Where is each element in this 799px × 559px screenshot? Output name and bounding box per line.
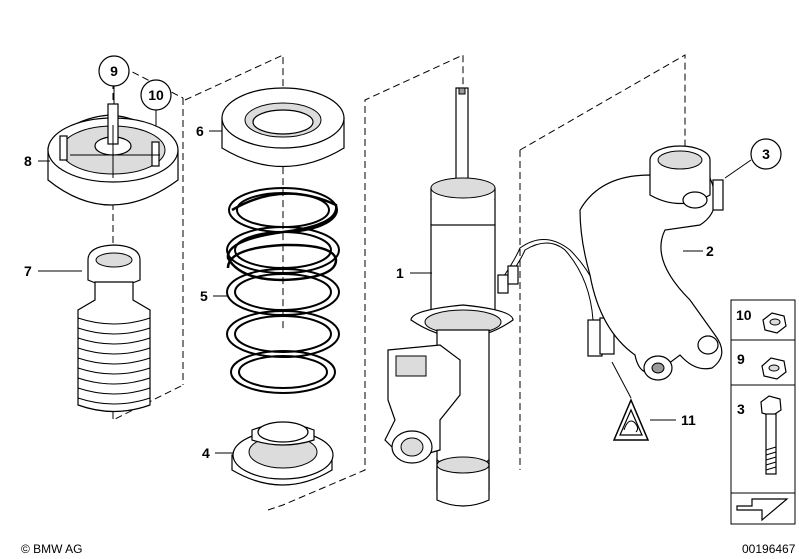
callout-10-text: 10: [148, 87, 164, 103]
callout-1-text: 1: [396, 265, 404, 281]
callout-7-text: 7: [24, 263, 32, 279]
lower-spring-seat: [231, 421, 334, 486]
callout-9-text: 9: [110, 63, 118, 79]
legend-10-text: 10: [736, 307, 752, 323]
callout-11-text: 11: [681, 412, 696, 428]
callout-3-text: 3: [762, 146, 770, 162]
callout-10: 10: [140, 79, 172, 140]
swivel-bearing: [579, 145, 724, 381]
upper-spring-seat: [221, 87, 345, 168]
warning-label: [611, 361, 650, 441]
hardware-legend: 10 9 3: [730, 299, 796, 525]
callout-8-text: 8: [24, 153, 32, 169]
callout-6-text: 6: [196, 123, 204, 139]
legend-9-text: 9: [737, 351, 745, 367]
callout-9: 9: [98, 55, 130, 108]
copyright-text: © BMW AG: [21, 542, 83, 556]
part-number-text: 00196467: [742, 542, 796, 556]
callout-5-text: 5: [200, 288, 208, 304]
bump-stop-boot: [77, 244, 151, 413]
legend-3-text: 3: [737, 401, 745, 417]
bolt-icon: [760, 395, 782, 475]
arrow-icon: [736, 498, 789, 522]
shock-strut: [384, 87, 615, 507]
callout-2-text: 2: [706, 243, 714, 259]
callout-3: 3: [724, 138, 782, 179]
top-mount: [47, 103, 179, 206]
callout-4-text: 4: [202, 445, 210, 461]
coil-spring: [226, 187, 340, 394]
